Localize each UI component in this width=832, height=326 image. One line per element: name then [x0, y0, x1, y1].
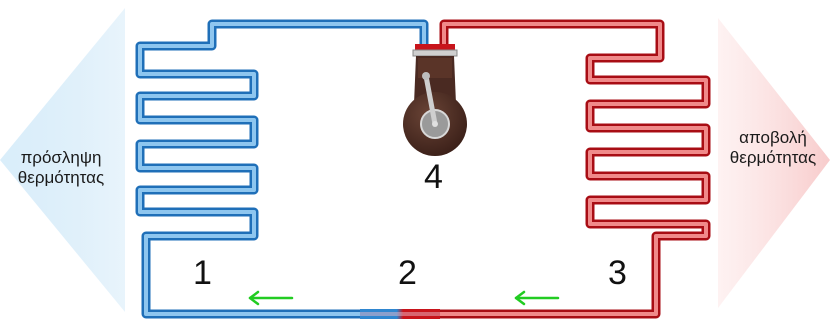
heat-rejection-line-1: αποβολή: [739, 128, 807, 147]
left-arrow-icon: [514, 290, 560, 306]
heat-absorption-line-1: πρόσληψη: [20, 148, 102, 167]
heat-absorption-arrow: [0, 8, 125, 312]
condenser-coil: [395, 19, 711, 319]
stage-number-compressor: 4: [424, 158, 443, 196]
stage-number-condenser: 3: [608, 254, 627, 292]
heat-rejection-label: αποβολή θερμότητας: [714, 128, 832, 168]
heat-absorption-label: πρόσληψη θερμότητας: [6, 148, 116, 188]
heat-absorption-line-2: θερμότητας: [17, 168, 105, 187]
heat-rejection-arrow: [718, 18, 830, 308]
left-arrow-icon: [248, 290, 294, 306]
stage-number-expansion: 2: [398, 254, 417, 292]
stage-number-evaporator: 1: [193, 254, 212, 292]
piston-compressor-icon: [403, 44, 467, 156]
heat-rejection-line-2: θερμότητας: [729, 148, 817, 167]
evaporator-coil: [135, 19, 429, 319]
